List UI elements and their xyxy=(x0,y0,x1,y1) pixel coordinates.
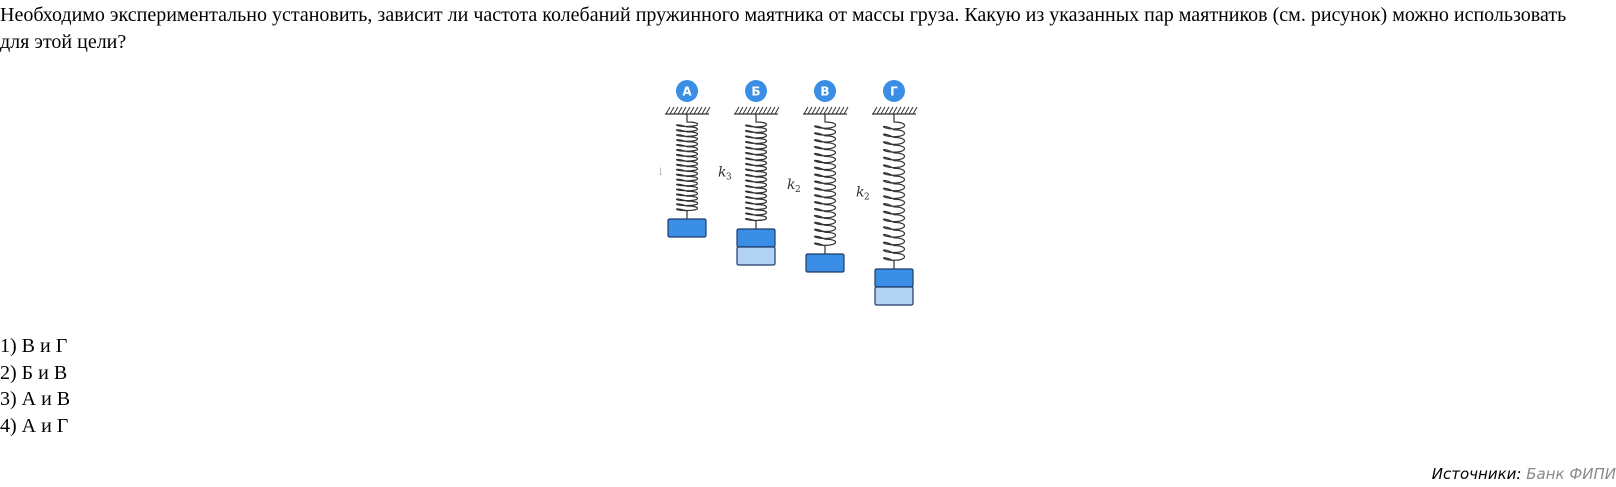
spring-constant-label-b: k xyxy=(718,165,726,181)
source-line: Источники: Банк ФИПИ xyxy=(1432,464,1616,484)
spring-b xyxy=(744,114,768,229)
spring-constant-sub-b: 3 xyxy=(726,173,732,183)
pendulum-badge-g xyxy=(883,80,905,102)
mass-block-v-1 xyxy=(805,253,845,273)
spring-constant-label-v: k xyxy=(787,177,795,193)
mass-block-g-1 xyxy=(874,268,914,288)
pendulums-diagram: Аk1Бk3Вk2Гk2 xyxy=(649,80,918,306)
source-label: Источники: xyxy=(1431,465,1522,483)
pendulum-badge-label-v: В xyxy=(820,85,829,99)
mass-block-g-2 xyxy=(874,286,914,306)
spring-a xyxy=(675,114,699,219)
spring-constant-sub-a: 1 xyxy=(660,168,663,178)
mass-block-b-1 xyxy=(736,228,776,248)
answer-option-3: 3) А и В xyxy=(0,388,71,410)
question-text: Необходимо экспериментально установить, … xyxy=(0,4,1567,53)
answer-list: 1) В и Г 2) Б и В 3) А и В 4) А и Г xyxy=(0,333,70,439)
spring-constant-sub-v: 2 xyxy=(795,185,801,195)
answer-option-4: 4) А и Г xyxy=(0,414,69,437)
ceiling-hatch-b xyxy=(734,106,780,115)
answer-option-2: 2) Б и В xyxy=(0,361,68,384)
pendulum-badge-label-g: Г xyxy=(890,85,898,99)
ceiling-hatch-g xyxy=(872,106,918,115)
spring-constant-label-g: k xyxy=(856,185,864,201)
pendulum-badge-label-a: А xyxy=(682,85,692,99)
ceiling-hatch-v xyxy=(803,106,849,115)
mass-block-b-2 xyxy=(736,246,776,266)
spring-g xyxy=(882,114,906,269)
pendulums-figure: Аk1Бk3Вk2Гk2 xyxy=(649,76,960,336)
mass-block-a-1 xyxy=(667,218,707,238)
spring-constant-sub-g: 2 xyxy=(864,193,870,203)
pendulum-badge-label-b: Б xyxy=(751,85,760,99)
ceiling-hatch-a xyxy=(665,106,711,115)
pendulum-badge-b xyxy=(745,80,767,102)
answer-option-1: 1) В и Г xyxy=(0,335,68,357)
pendulum-badge-a xyxy=(676,80,698,102)
spring-v xyxy=(813,114,837,254)
pendulum-badge-v xyxy=(814,80,836,102)
source-value[interactable]: Банк ФИПИ xyxy=(1526,465,1616,483)
